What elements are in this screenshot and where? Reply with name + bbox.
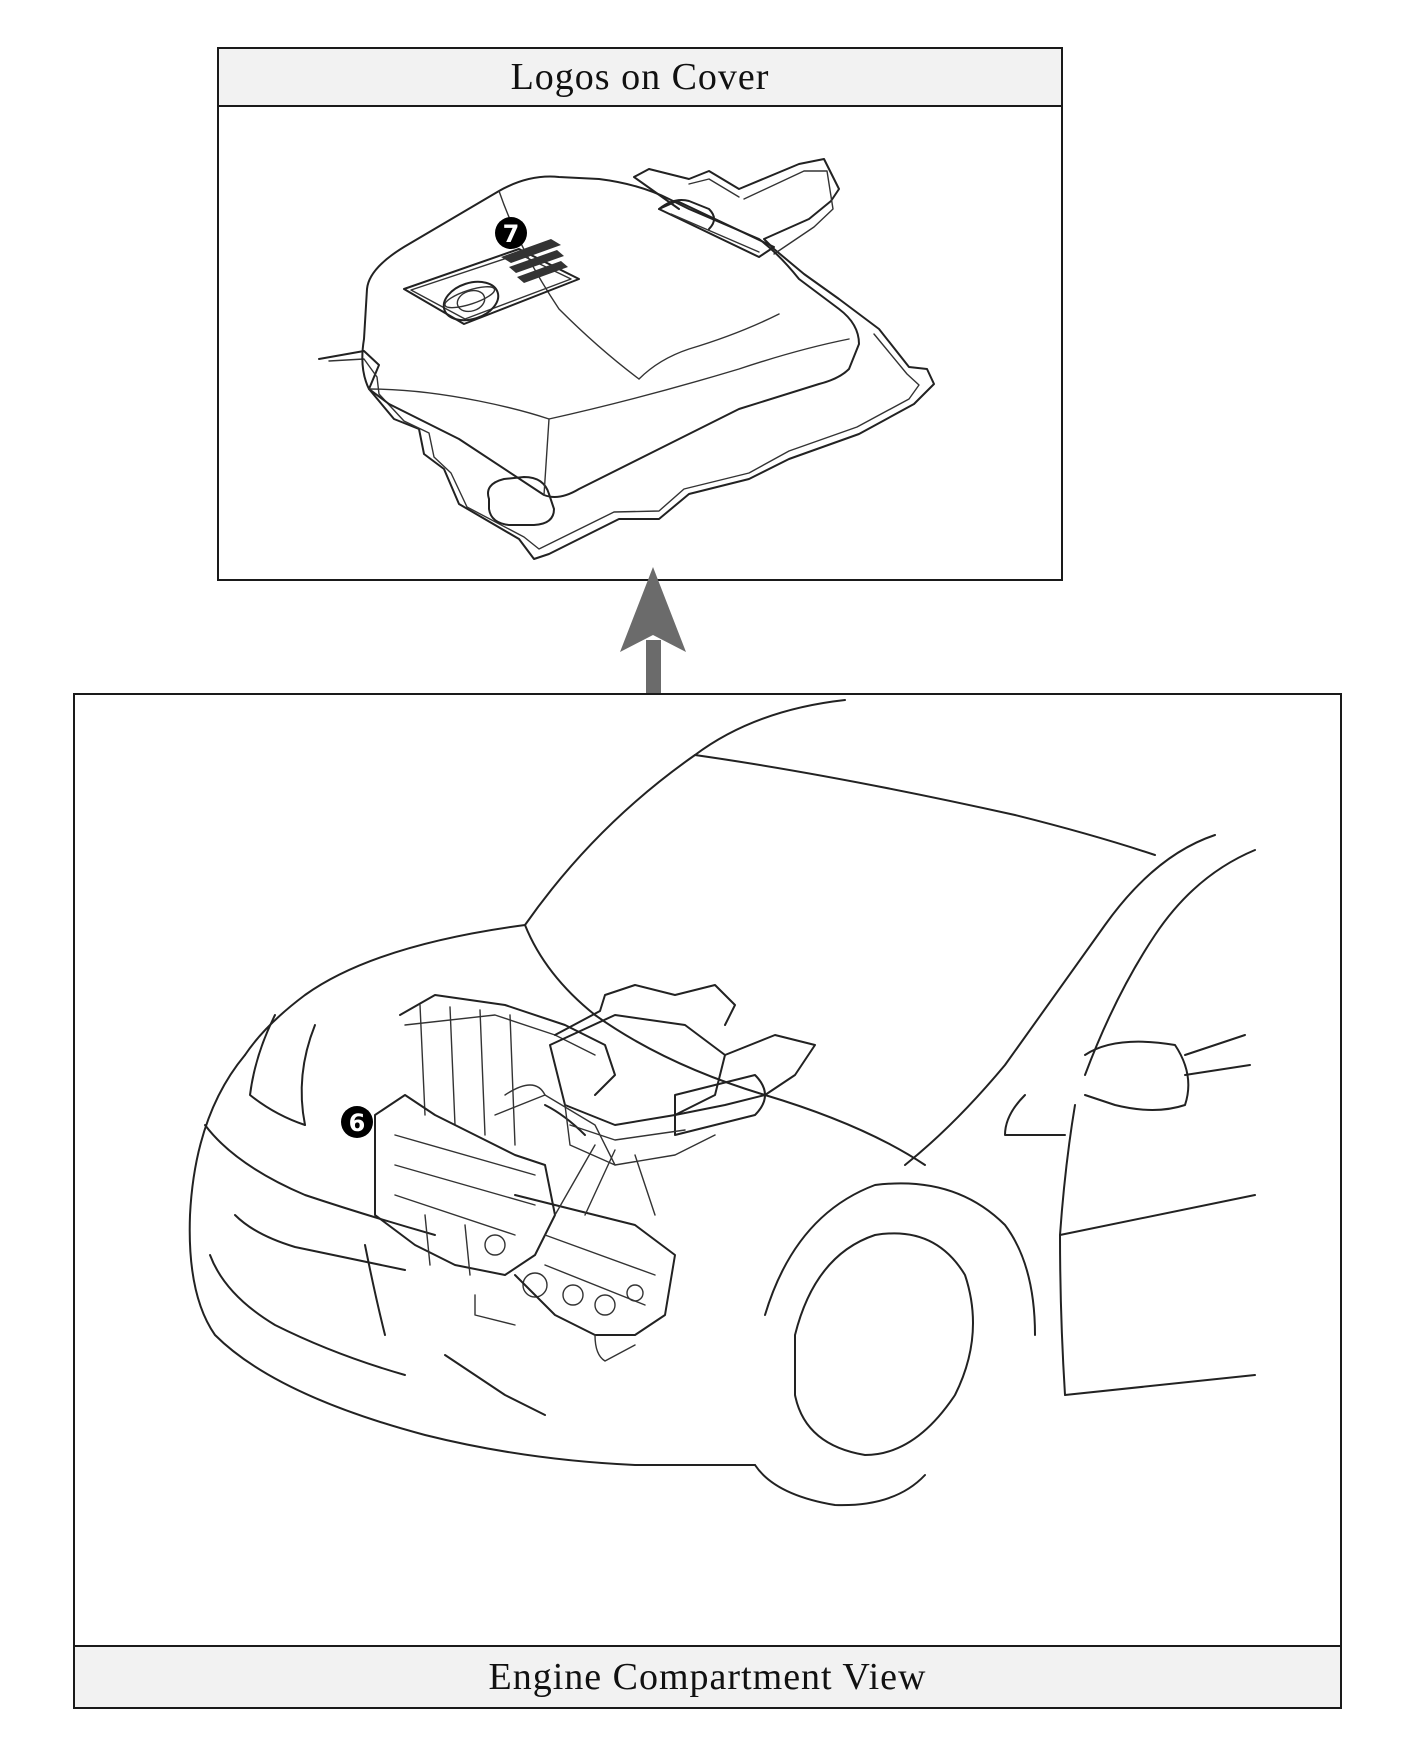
- panel-caption-engine: Engine Compartment View: [75, 1645, 1340, 1707]
- cover-body: [361, 175, 860, 498]
- cover-front-pad: [487, 476, 555, 526]
- detail-panel-cover: Logos on Cover: [217, 47, 1063, 581]
- inverter-cover: [494, 984, 816, 1216]
- panel-caption-cover: Logos on Cover: [219, 49, 1061, 107]
- svg-text:7: 7: [503, 220, 520, 248]
- callout-badge-6: 6: [341, 1106, 373, 1138]
- vehicle-illustration: 6: [188, 699, 1256, 1507]
- windshield: [524, 699, 846, 926]
- cover-base-flange: [318, 158, 935, 560]
- side-mirror: [1084, 1040, 1190, 1111]
- front-bumper: [188, 1054, 756, 1466]
- overview-panel-engine: 6 Engine Compartment View: [73, 693, 1342, 1709]
- svg-text:6: 6: [349, 1109, 366, 1137]
- callout-badge-7: 7: [495, 217, 527, 249]
- wheel-arch: [764, 1182, 1036, 1336]
- cover-vent: [658, 200, 775, 258]
- hood: [244, 924, 526, 1056]
- cover-rear-slot: [658, 199, 715, 230]
- front-tire: [794, 1232, 974, 1456]
- cover-illustration: 7: [318, 158, 935, 560]
- brand-emblem-icon: [403, 239, 580, 325]
- engine-assembly: [374, 994, 676, 1362]
